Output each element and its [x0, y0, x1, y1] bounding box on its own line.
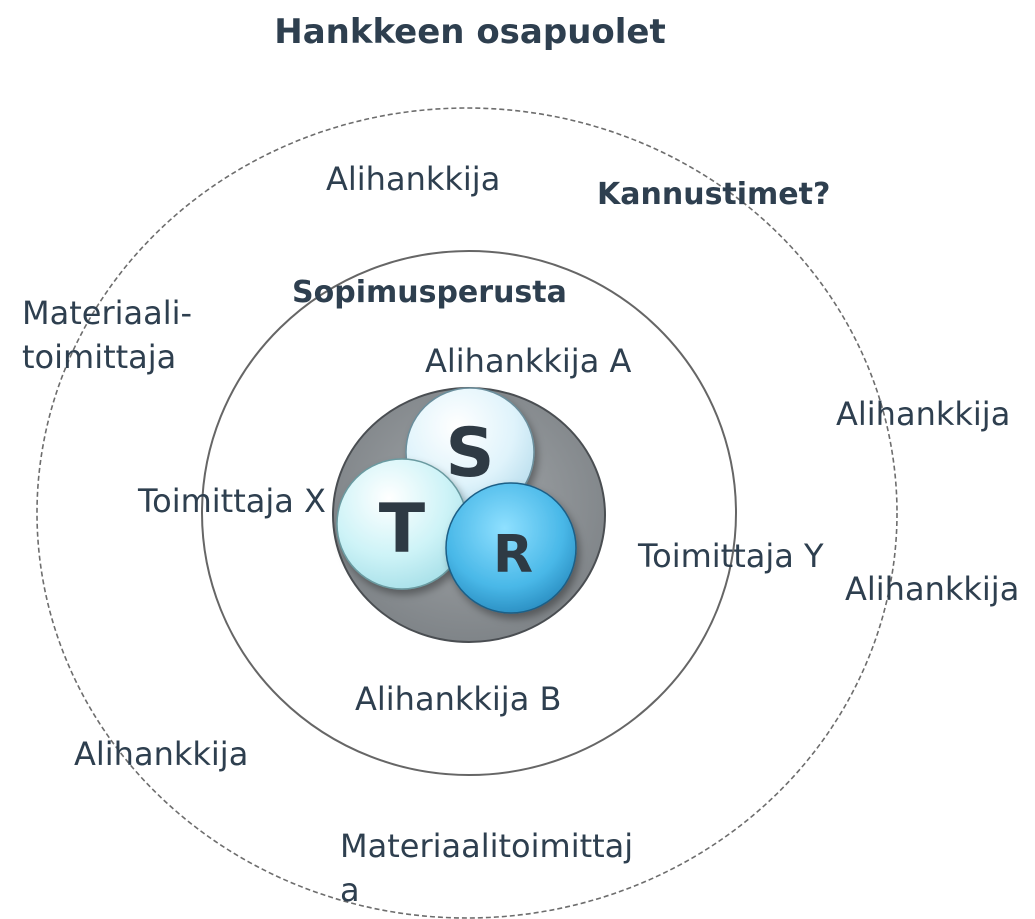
inner-ring [201, 250, 737, 776]
page-title: Hankkeen osapuolet [274, 12, 666, 52]
sphere-r-letter: R [493, 525, 533, 585]
inner-label-bottom: Alihankkija B [355, 680, 562, 718]
outer-ring [36, 107, 898, 919]
outer-label-lower-left: Alihankkija [74, 735, 249, 773]
outer-label-right-lower: Alihankkija [845, 570, 1020, 608]
inner-label-right: Toimittaja Y [638, 537, 824, 575]
inner-heading-sopimusperusta: Sopimusperusta [292, 275, 567, 310]
outer-label-bottom-line1: Materiaalitoimittaj [340, 827, 634, 865]
outer-label-top: Alihankkija [326, 160, 501, 198]
sphere-t-letter: T [379, 490, 426, 569]
outer-label-material-supplier-line1: Materiaali- [22, 294, 193, 332]
inner-label-left: Toimittaja X [138, 482, 326, 520]
sphere-s-letter: S [446, 414, 495, 493]
outer-label-material-supplier-line2: toimittaja [22, 338, 177, 376]
outer-label-right-upper: Alihankkija [836, 395, 1011, 433]
outer-heading-kannustimet: Kannustimet? [597, 177, 831, 212]
sphere-r [445, 482, 577, 614]
outer-label-bottom-line2: a [340, 871, 360, 909]
inner-label-top: Alihankkija A [425, 342, 632, 380]
